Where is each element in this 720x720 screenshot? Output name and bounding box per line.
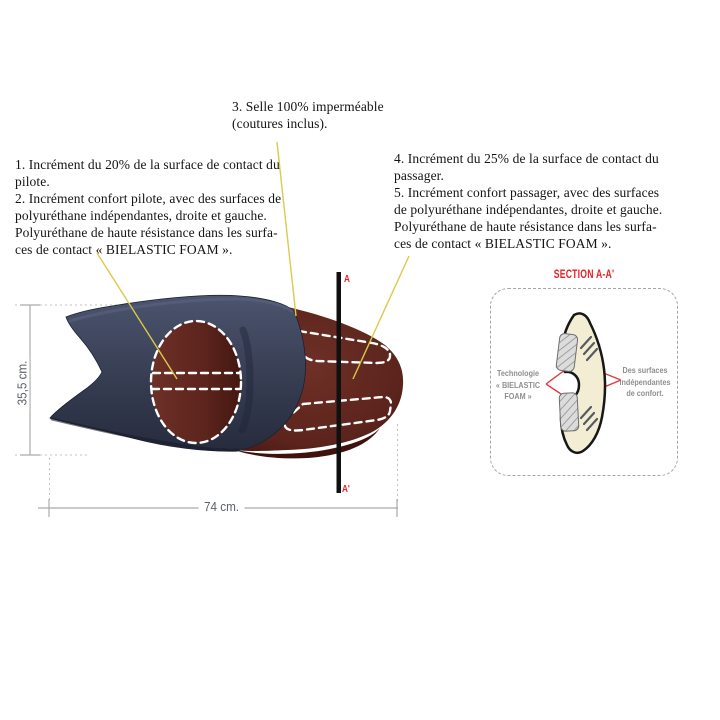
comfort-surfaces-label: Des surfaces indépendantes de confort. <box>619 365 671 398</box>
section-detail-title: SECTION A-A' <box>553 267 615 281</box>
annotation-passenger: 4. Incrément du 25% de la surface de con… <box>394 151 663 251</box>
section-detail-title-wrap: SECTION A-A' <box>490 265 678 283</box>
section-detail-box: Technologie « BIELASTIC FOAM » Des surfa… <box>490 288 678 476</box>
seat-recess-shadow <box>238 326 254 434</box>
section-line-label-top: A <box>344 273 350 285</box>
pilot-contact-outline <box>149 319 243 445</box>
foam-insert-top <box>555 333 579 372</box>
seat-cross-section <box>545 312 622 454</box>
width-dimension-label: 35,5 cm. <box>14 355 30 411</box>
length-dimension-label: 74 cm. <box>199 499 245 514</box>
annotation-pilot: 1. Incrément du 20% de la surface de con… <box>15 157 282 257</box>
leader-passenger <box>352 255 410 380</box>
section-line-label-bottom: A' <box>342 483 350 495</box>
leader-lines <box>96 141 410 380</box>
annotation-waterproof: 3. Selle 100% imperméable (coutures incl… <box>232 99 384 131</box>
seat-top-highlight <box>68 297 294 323</box>
foam-technology-label: Technologie « BIELASTIC FOAM » <box>495 368 541 401</box>
pilot-contact-zone <box>151 321 241 443</box>
leader-waterproof <box>276 141 297 317</box>
seat-bottom-shadow <box>50 417 240 452</box>
seat-underside-shadow <box>232 428 380 459</box>
width-dimension: 35,5 cm. <box>14 352 30 414</box>
leader-pilot <box>96 252 178 380</box>
length-dimension: 74 cm. <box>180 499 264 514</box>
comfort-surface-marks <box>579 335 599 432</box>
extension-lines <box>15 304 398 503</box>
section-cut-line <box>336 272 341 493</box>
foam-insert-bottom <box>558 392 580 432</box>
